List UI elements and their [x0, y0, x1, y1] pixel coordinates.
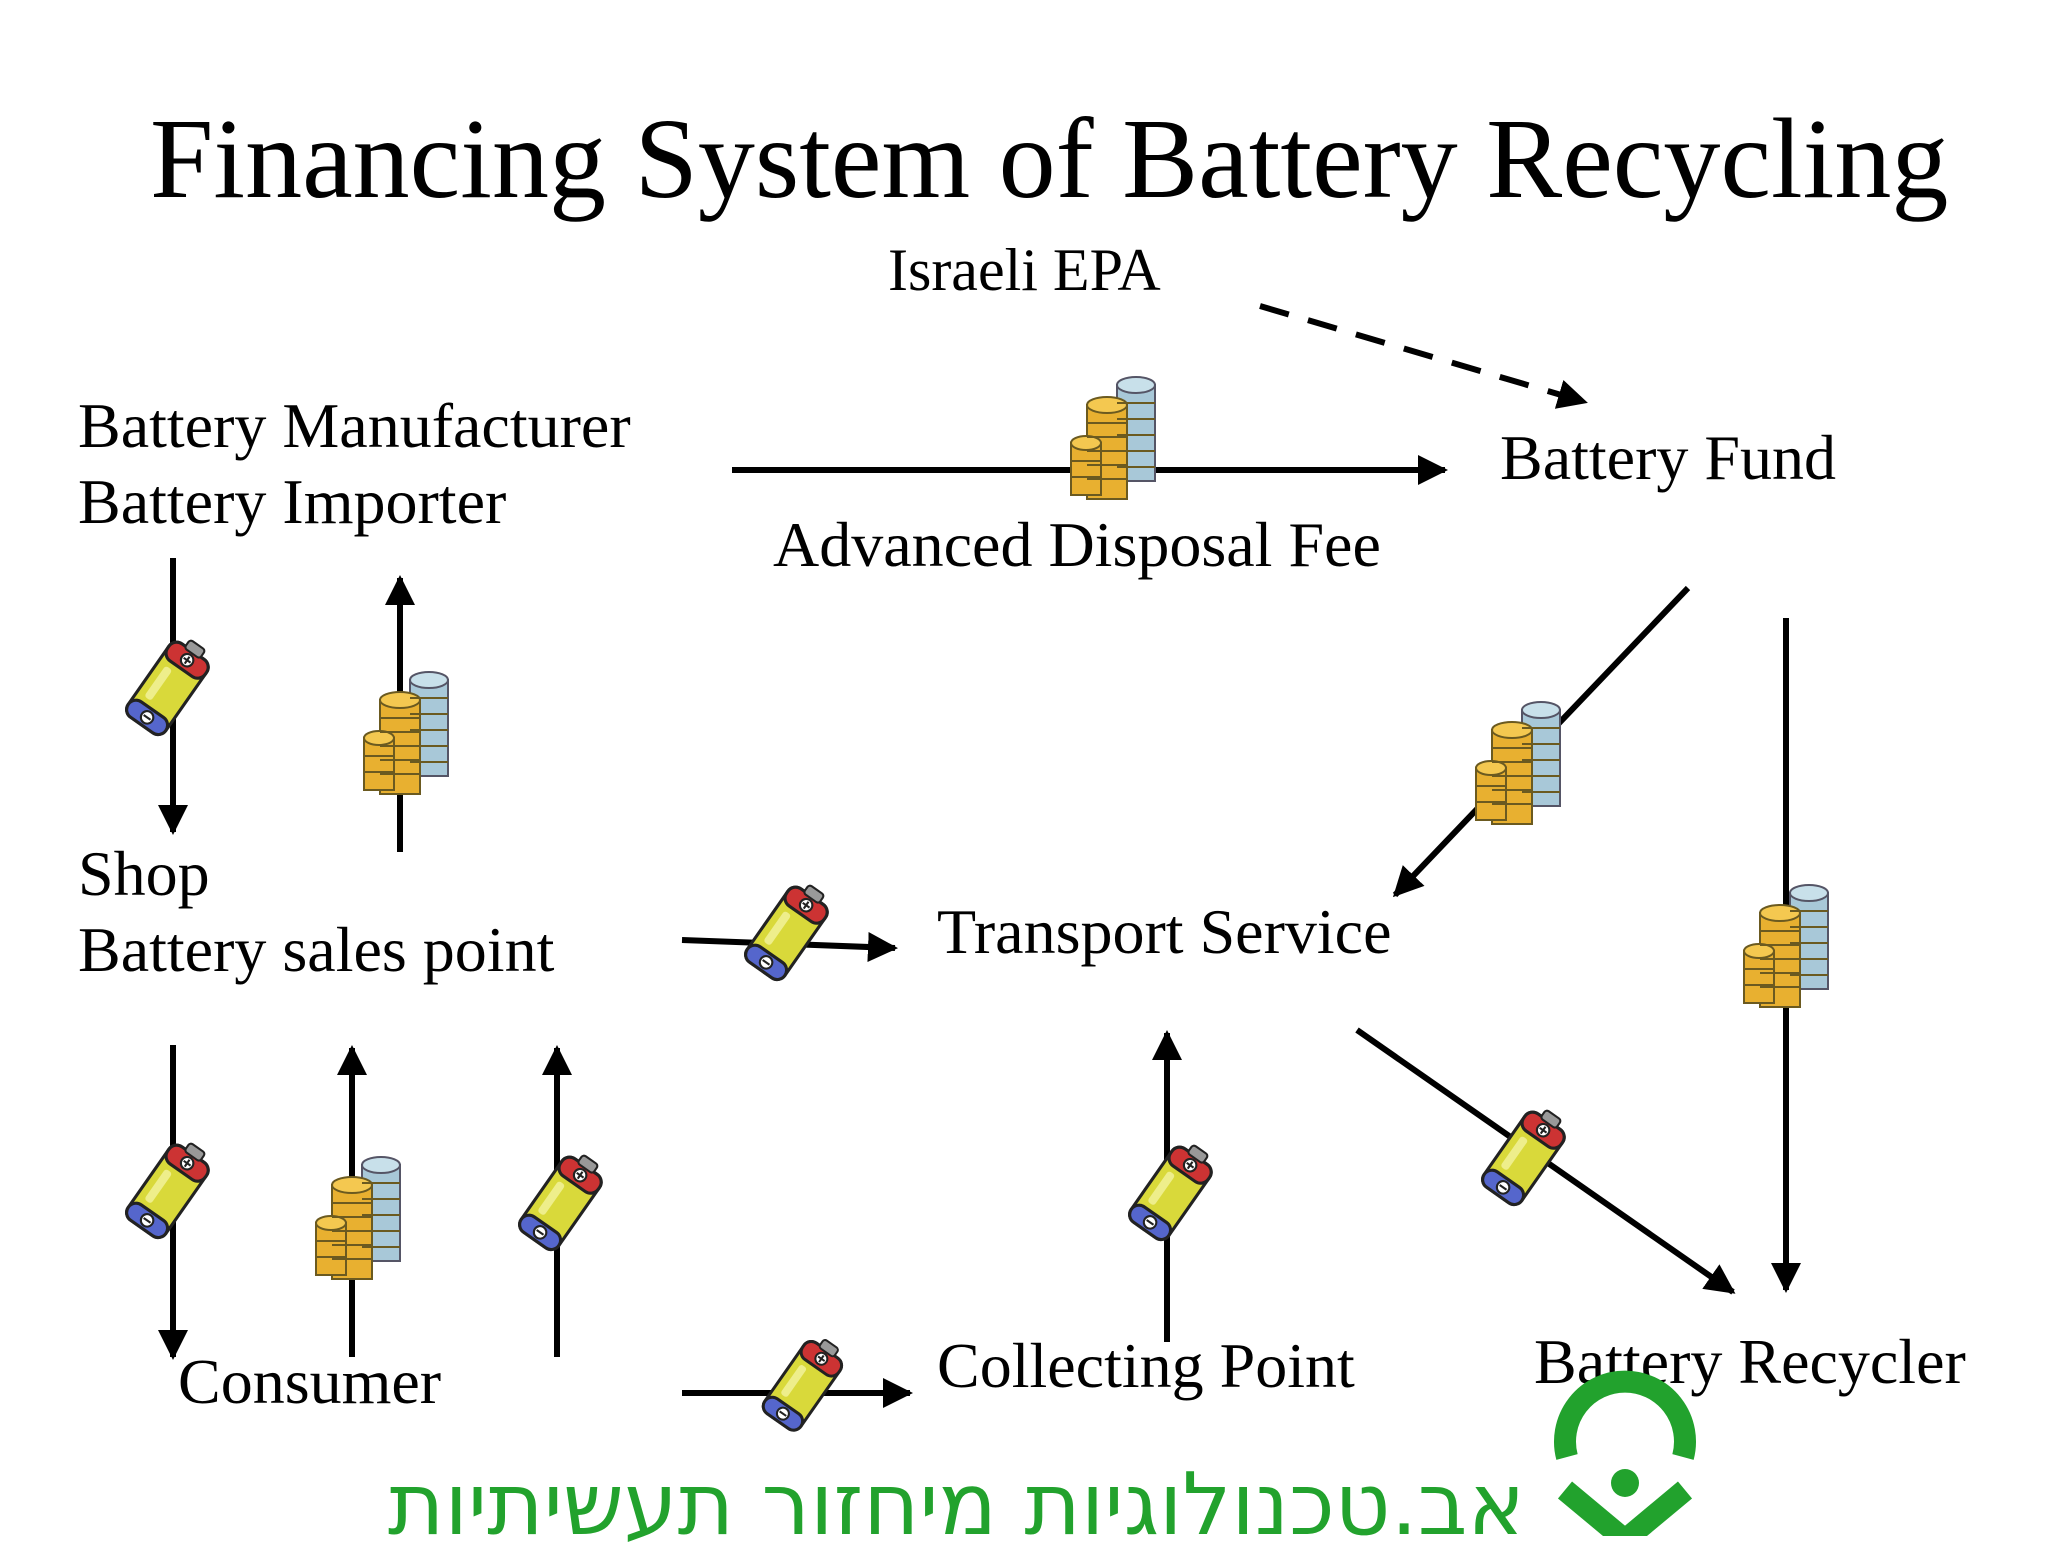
label-battery-manufacturer: Battery Manufacturer — [78, 390, 631, 461]
page-title: Financing System of Battery Recycling — [150, 95, 1949, 222]
battery-icon — [740, 875, 838, 985]
label-transport-service: Transport Service — [937, 896, 1392, 967]
label-consumer: Consumer — [178, 1346, 442, 1417]
coins-icon — [362, 670, 450, 796]
logo-text: אב.טכנולוגיות מיחזור תעשיתיות — [387, 1455, 1525, 1555]
coins-icon — [1069, 375, 1157, 501]
label-shop: Shop — [78, 838, 210, 909]
logo-icon — [1554, 1370, 1696, 1536]
arrow-epa-to-fund — [1259, 303, 1588, 409]
battery-icon — [121, 1133, 219, 1243]
label-collecting-point: Collecting Point — [937, 1330, 1355, 1401]
battery-icon — [1124, 1135, 1222, 1245]
label-battery-sales-point: Battery sales point — [78, 914, 555, 985]
label-israeli-epa: Israeli EPA — [888, 237, 1161, 303]
battery-icon — [758, 1329, 852, 1436]
coins-icon — [314, 1155, 402, 1281]
battery-icon — [1477, 1100, 1575, 1210]
label-advanced-disposal-fee: Advanced Disposal Fee — [773, 509, 1381, 580]
battery-icon — [514, 1145, 612, 1255]
battery-icon — [121, 630, 219, 740]
label-battery-importer: Battery Importer — [78, 466, 507, 537]
coins-icon — [1474, 700, 1562, 826]
label-battery-fund: Battery Fund — [1500, 422, 1836, 493]
